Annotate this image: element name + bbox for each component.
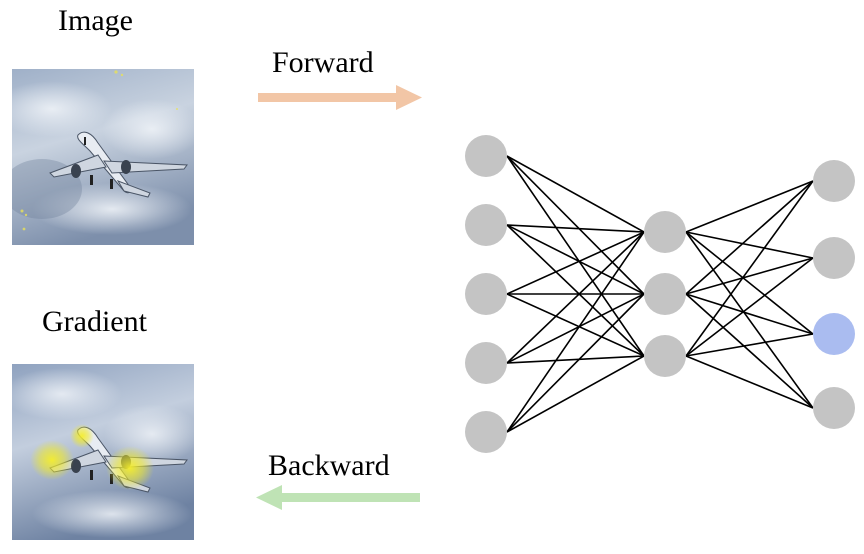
network-edge — [506, 355, 645, 364]
network-edges — [506, 155, 814, 433]
network-edge — [685, 180, 814, 357]
network-node — [644, 273, 686, 315]
network-edge — [685, 257, 814, 357]
network-edge — [685, 333, 814, 357]
forward-arrow — [258, 85, 422, 110]
network-edge — [506, 355, 645, 433]
network-edge — [685, 180, 814, 295]
network-node — [813, 387, 855, 429]
network-edge — [506, 231, 645, 433]
gradient-label: Gradient — [42, 305, 147, 338]
input-airplane-image — [12, 69, 194, 245]
saliency-highlight — [30, 424, 154, 490]
network-edge — [506, 155, 645, 295]
network-edge — [685, 231, 814, 259]
network-edge — [506, 293, 645, 433]
network-node — [644, 211, 686, 253]
network-node — [465, 342, 507, 384]
network-node — [465, 135, 507, 177]
backward-arrow — [256, 485, 420, 510]
network-edge — [506, 224, 645, 357]
gradient-airplane-image — [12, 364, 194, 540]
airplane-icon — [49, 131, 188, 198]
forward-label: Forward — [272, 46, 374, 79]
network-edge — [685, 293, 814, 335]
network-edge — [685, 293, 814, 409]
network-node — [465, 411, 507, 453]
network-edge — [506, 293, 645, 357]
network-edge — [685, 231, 814, 409]
network-edge — [685, 257, 814, 295]
image-label: Image — [58, 4, 133, 37]
network-node — [465, 273, 507, 315]
network-edge — [506, 293, 645, 364]
network-node — [813, 160, 855, 202]
network-edge — [685, 180, 814, 233]
network-node — [813, 237, 855, 279]
network-node — [644, 335, 686, 377]
network-edge — [506, 231, 645, 295]
network-edge — [506, 155, 645, 233]
network-edge — [506, 231, 645, 364]
network-nodes — [465, 135, 855, 453]
backward-label: Backward — [268, 449, 390, 482]
network-edge — [506, 224, 645, 233]
highlighted-output-node — [813, 313, 855, 355]
network-node — [465, 204, 507, 246]
network-edge — [685, 231, 814, 335]
network-edge — [506, 224, 645, 295]
network-edge — [685, 355, 814, 409]
network-edge — [506, 155, 645, 357]
